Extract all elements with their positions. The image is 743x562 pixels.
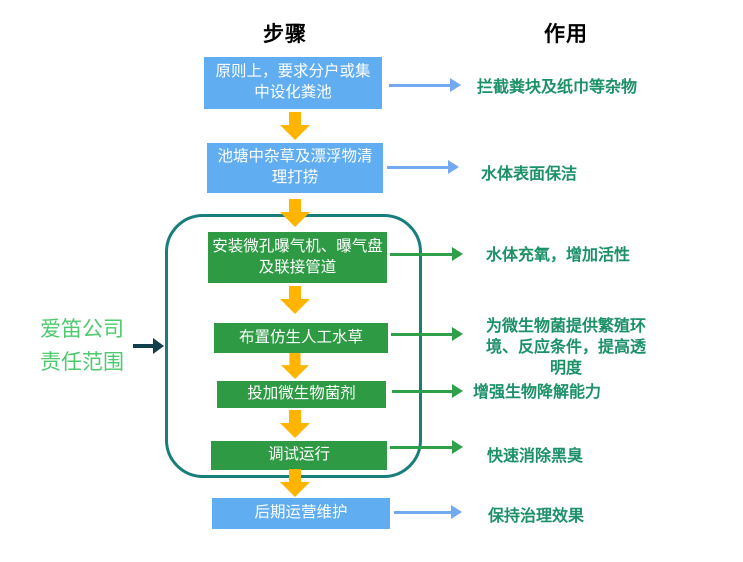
step-box-label: 后期运营维护 — [254, 504, 348, 522]
step-box-label: 原则上，要求分户或集中设化粪池 — [215, 63, 371, 101]
step-box-microbial-agent: 投加微生物菌剂 — [217, 381, 386, 408]
down-arrow-icon — [280, 199, 310, 227]
step-box-artificial-grass: 布置仿生人工水草 — [214, 323, 388, 353]
step-box-label: 布置仿生人工水草 — [238, 328, 363, 346]
effect-arrow-icon — [394, 505, 462, 519]
step-box-label: 安装微孔曝气机、曝气盘及联接管道 — [212, 237, 383, 276]
effect-label-maintain-results: 保持治理效果 — [488, 508, 585, 525]
effect-arrow-icon — [392, 384, 463, 398]
effect-arrow-icon — [390, 247, 463, 261]
down-arrow-icon — [280, 469, 310, 497]
down-arrow-icon — [281, 353, 309, 379]
steps-column-title: 步骤 — [263, 23, 307, 46]
effect-label-odor-removal: 快速消除黑臭 — [487, 448, 584, 465]
effect-arrow-icon — [387, 160, 459, 174]
effect-label-surface-cleaning: 水体表面保洁 — [481, 166, 578, 183]
down-arrow-icon — [280, 112, 310, 140]
step-box-label: 投加微生物菌剂 — [247, 385, 356, 403]
step-box-septic-tank: 原则上，要求分户或集中设化粪池 — [204, 57, 382, 109]
effect-label-biodegradation: 增强生物降解能力 — [473, 384, 602, 401]
effect-arrow-icon — [391, 327, 463, 341]
effect-label-intercept-debris: 拦截粪块及纸巾等杂物 — [477, 79, 638, 96]
step-box-commissioning: 调试运行 — [211, 441, 387, 470]
step-box-weed-cleanup: 池塘中杂草及漂浮物清理打捞 — [207, 143, 383, 193]
effect-arrow-icon — [390, 440, 463, 454]
effects-column-title: 作用 — [544, 23, 588, 46]
effect-label-oxygenation: 水体充氧，增加活性 — [486, 247, 631, 264]
step-box-aerator-install: 安装微孔曝气机、曝气盘及联接管道 — [208, 232, 387, 283]
step-box-label: 池塘中杂草及漂浮物清理打捞 — [217, 148, 373, 186]
scope-label: 爱笛公司 责任范围 — [40, 318, 124, 374]
effect-label-breeding-environment: 为微生物菌提供繁殖环境、反应条件，提高透明度 — [485, 318, 646, 378]
down-arrow-icon — [280, 410, 310, 438]
down-arrow-icon — [280, 286, 310, 314]
step-box-label: 调试运行 — [267, 446, 330, 464]
effect-arrow-icon — [389, 78, 461, 92]
scope-pointer-arrow-icon — [133, 338, 164, 354]
step-box-later-maintenance: 后期运营维护 — [212, 498, 390, 529]
